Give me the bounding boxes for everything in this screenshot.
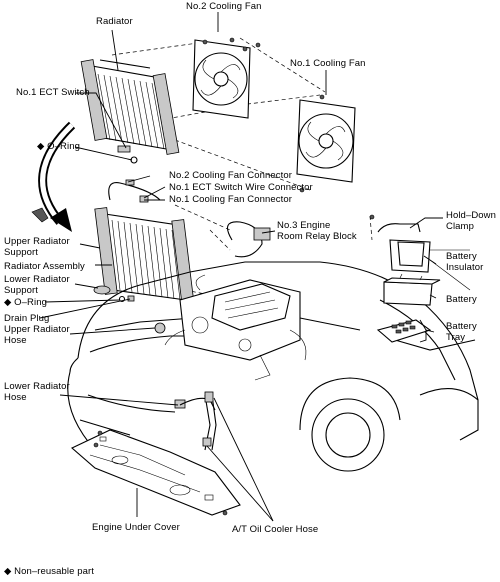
label-no2-cooling-fan-connector: No.2 Cooling Fan Connector <box>169 170 293 181</box>
assembly-arrow <box>38 121 76 232</box>
label-drain-plug: Drain Plug <box>4 313 50 324</box>
label-no1-ect-switch-wire-connector: No.1 ECT Switch Wire Connector <box>169 182 313 193</box>
label-hold-down-clamp: Hold–Down Clamp <box>446 210 497 232</box>
leader-lines <box>39 12 443 522</box>
label-no1-cooling-fan-connector: No.1 Cooling Fan Connector <box>169 194 293 205</box>
label-no3-engine-room-relay-block: No.3 Engine Room Relay Block <box>277 220 357 242</box>
label-radiator-assembly: Radiator Assembly <box>4 261 85 272</box>
alignment-lines <box>111 37 373 301</box>
label-battery-tray: Battery Tray <box>446 321 477 343</box>
no2-cooling-fan <box>192 37 261 119</box>
label-radiator: Radiator <box>96 16 133 27</box>
battery-group <box>369 214 441 343</box>
wire-harness <box>108 179 271 258</box>
label-engine-under-cover: Engine Under Cover <box>92 522 180 533</box>
label-o-ring-bottom: ◆ O–Ring <box>4 297 47 308</box>
label-o-ring-top: ◆ O–Ring <box>37 141 80 152</box>
label-upper-radiator-hose: Upper Radiator Hose <box>4 324 70 346</box>
label-no1-cooling-fan: No.1 Cooling Fan <box>290 58 366 69</box>
legend-non-reusable-part: ◆ Non–reusable part <box>4 566 95 577</box>
label-at-oil-cooler-hose: A/T Oil Cooler Hose <box>232 524 319 535</box>
engine-under-cover-part <box>71 429 241 516</box>
label-lower-radiator-support: Lower Radiator Support <box>4 274 70 296</box>
label-battery: Battery <box>446 294 477 305</box>
label-battery-insulator: Battery Insulator <box>446 251 484 273</box>
label-upper-radiator-support: Upper Radiator Support <box>4 236 70 258</box>
label-no2-cooling-fan: No.2 Cooling Fan <box>186 1 262 12</box>
radiator-top <box>80 59 180 155</box>
engine-assembly <box>154 274 307 451</box>
label-no1-ect-switch: No.1 ECT Switch <box>16 87 90 98</box>
ect-switch-parts <box>117 145 138 164</box>
no1-cooling-fan <box>296 94 356 193</box>
label-lower-radiator-hose: Lower Radiator Hose <box>4 381 70 403</box>
